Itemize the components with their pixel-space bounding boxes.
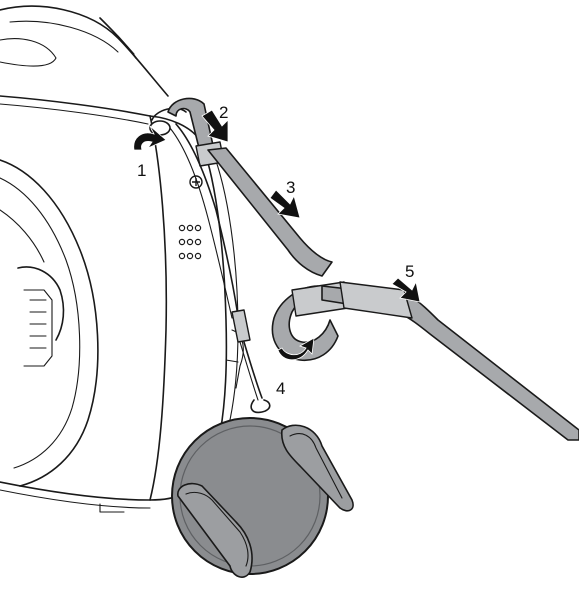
step-label-4: 4 [276, 379, 285, 398]
arrow-icon-4 [277, 337, 315, 361]
camera-body [0, 5, 244, 513]
neck-strap [167, 97, 579, 441]
step-label-2: 2 [219, 103, 228, 122]
arrow-icon-5 [391, 277, 421, 303]
speaker-icon [178, 224, 202, 260]
arrow-icon-3 [269, 189, 301, 219]
arrow-icon-2 [201, 109, 229, 143]
cap-string [169, 123, 271, 414]
arrow-icon-1 [133, 125, 167, 151]
step-label-1: 1 [137, 161, 146, 180]
step-label-5: 5 [405, 262, 414, 281]
screw-icon [189, 175, 203, 189]
lens-cap [171, 417, 354, 578]
step-label-3: 3 [286, 178, 295, 197]
